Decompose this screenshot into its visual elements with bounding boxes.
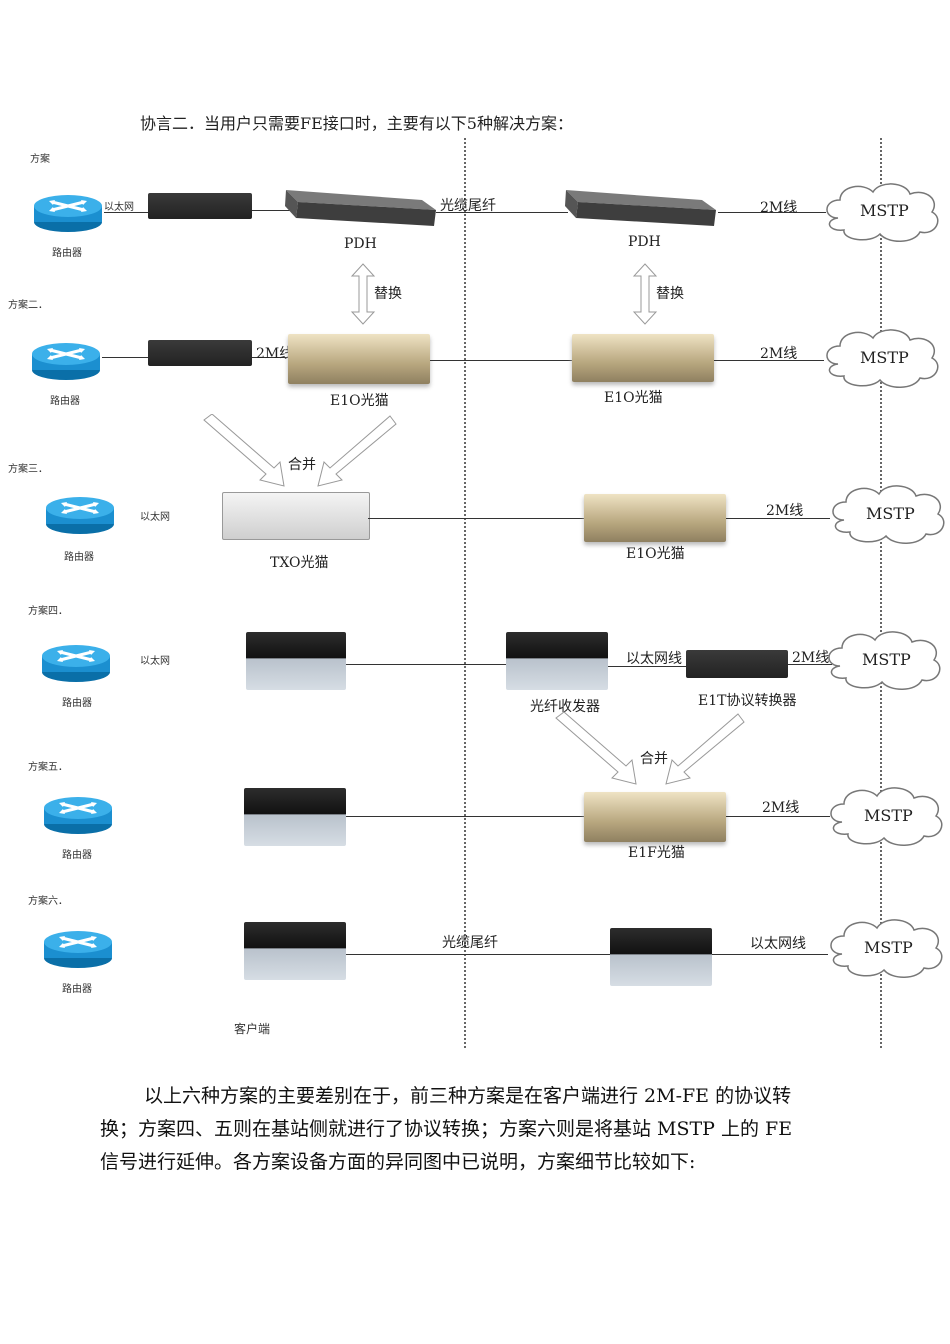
link-line — [252, 210, 290, 211]
2m-line — [788, 664, 832, 665]
fiber-transceiver-device — [244, 788, 346, 846]
e1f-device — [584, 792, 726, 842]
router-icon — [40, 643, 112, 684]
e1o-device — [584, 494, 726, 542]
mstp-label: MSTP — [860, 201, 909, 220]
e1o-label: E1O光猫 — [604, 390, 663, 406]
router-icon — [32, 193, 104, 234]
2m-label: 2M线 — [766, 503, 804, 519]
paragraph-line-3: 信号进行延伸。各方案设备方面的异同图中已说明，方案细节比较如下: — [100, 1151, 696, 1173]
paragraph-line-1: 以上六种方案的主要差别在于，前三种方案是在客户端进行 2M-FE 的协议转 — [144, 1085, 792, 1107]
router-label: 路由器 — [62, 850, 92, 861]
router-icon — [30, 341, 102, 382]
router-label: 路由器 — [50, 396, 80, 407]
ethernet-label: 以太网 — [104, 202, 134, 213]
e1f-label: E1F光猫 — [628, 845, 685, 861]
mstp-label: MSTP — [864, 938, 913, 957]
2m-line — [726, 518, 830, 519]
fiber-transceiver-device — [246, 632, 346, 690]
2m-label: 2M线 — [760, 200, 798, 216]
2m-line — [718, 212, 826, 213]
divider-left — [464, 138, 466, 1048]
ethernet-label: 以太网 — [140, 656, 170, 667]
scheme-label-5: 方案五． — [28, 762, 68, 773]
pdh-label: PDH — [344, 236, 377, 252]
router-icon — [44, 495, 116, 536]
client-end-label: 客户端 — [234, 1022, 271, 1036]
2m-label: 2M线 — [792, 650, 830, 666]
replace-label: 替换 — [374, 286, 402, 302]
link-line — [102, 357, 148, 358]
fiber-line — [436, 212, 568, 213]
2m-label: 2M线 — [256, 346, 294, 362]
fiber-line — [346, 816, 584, 817]
e1t-device — [686, 650, 788, 678]
link-line — [104, 212, 148, 213]
fiber-line — [368, 518, 584, 519]
fiber-line — [430, 360, 572, 361]
fiber-transceiver-device — [506, 632, 608, 690]
2m-label: 2M线 — [760, 346, 798, 362]
pdh-device-icon — [285, 190, 436, 226]
router-label: 路由器 — [62, 984, 92, 995]
e1o-device — [572, 334, 714, 382]
merge-arrows — [203, 414, 397, 487]
mstp-label: MSTP — [860, 348, 909, 367]
ethernet-label: 以太网 — [140, 512, 170, 523]
scheme-label-6: 方案六． — [28, 896, 68, 907]
router-icon — [42, 929, 114, 970]
2m-line — [714, 360, 824, 361]
mstp-label: MSTP — [864, 806, 913, 825]
fiber-line — [346, 664, 506, 665]
replace-arrow — [632, 263, 658, 325]
2m-label: 2M线 — [762, 800, 800, 816]
ethernet-line-label: 以太网线 — [750, 936, 806, 952]
e1o-device — [288, 334, 430, 384]
merge-label: 合并 — [640, 751, 668, 767]
scheme-label-2: 方案二． — [8, 300, 48, 311]
pdh-label: PDH — [628, 234, 661, 250]
fiber-transceiver-label: 光纤收发器 — [530, 699, 600, 715]
fiber-label: 光缆尾纤 — [442, 935, 498, 951]
txo-device — [222, 492, 370, 540]
replace-label: 替换 — [656, 286, 684, 302]
2m-line — [726, 816, 830, 817]
mstp-label: MSTP — [866, 504, 915, 523]
merge-label: 合并 — [288, 457, 316, 473]
fiber-transceiver-device — [244, 922, 346, 980]
ethernet-line-label: 以太网线 — [626, 651, 682, 667]
pdh-device-icon — [565, 190, 716, 226]
divider-right — [880, 138, 882, 1048]
scheme-label-3: 方案三． — [8, 464, 48, 475]
router-label: 路由器 — [52, 248, 82, 259]
scheme-label-4: 方案四． — [28, 606, 68, 617]
router-label: 路由器 — [62, 698, 92, 709]
intro-text: 协言二．当用户只需要FE接口时，主要有以下5种解决方案： — [140, 114, 573, 133]
fiber-transceiver-device — [610, 928, 712, 986]
protocol-converter-device — [148, 340, 252, 366]
replace-arrow — [350, 263, 376, 325]
txo-label: TXO光猫 — [270, 555, 329, 571]
paragraph-line-2: 换；方案四、五则在基站侧就进行了协议转换；方案六则是将基站 MSTP 上的 FE — [100, 1118, 793, 1140]
router-label: 路由器 — [64, 552, 94, 563]
e1o-label: E1O光猫 — [626, 546, 685, 562]
mstp-label: MSTP — [862, 650, 911, 669]
fiber-line — [346, 954, 610, 955]
merge-arrows — [555, 712, 745, 785]
scheme-label-1: 方案 — [30, 154, 50, 165]
router-icon — [42, 795, 114, 836]
protocol-converter-device — [148, 193, 252, 219]
fiber-label: 光缆尾纤 — [440, 198, 496, 214]
ethernet-line — [712, 954, 828, 955]
2m-line — [252, 357, 288, 358]
e1t-label: E1T协议转换器 — [698, 693, 797, 709]
e1o-label: E1O光猫 — [330, 393, 389, 409]
ethernet-line — [608, 666, 686, 667]
